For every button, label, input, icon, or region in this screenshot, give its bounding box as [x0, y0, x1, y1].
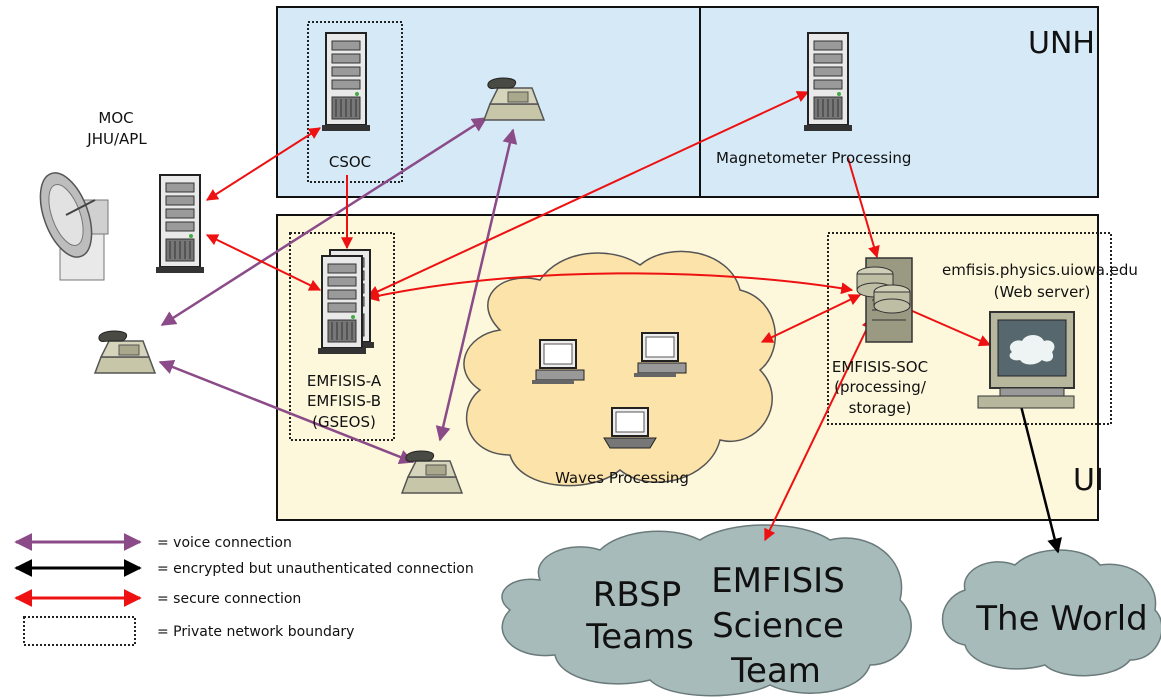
- gseos-label-c: (GSEOS): [312, 413, 376, 431]
- antenna-dish-icon: [39, 172, 109, 281]
- waves-laptop-icon: [603, 407, 657, 449]
- webserver-host-label: emfisis.physics.uiowa.edu: [942, 261, 1138, 279]
- web-server-monitor-icon: [977, 311, 1075, 409]
- voice-link-moc-phone-ui-phone: [158, 359, 415, 465]
- moc-org-label: JHU/APL: [86, 130, 147, 148]
- csoc-label: CSOC: [329, 153, 371, 171]
- moc-telephone-icon: [94, 330, 156, 374]
- science-label-2: Science: [712, 606, 844, 646]
- secure-link-gseos-magnetometer: [366, 91, 810, 297]
- secure-link-moc-gseos: [205, 234, 322, 291]
- moc-label: MOC: [98, 109, 133, 127]
- legend-encrypted-label: = encrypted but unauthenticated connecti…: [157, 561, 474, 577]
- legend-private-label: = Private network boundary: [157, 624, 354, 640]
- legend-secure-label: = secure connection: [157, 591, 301, 607]
- magnetometer-server-icon: [803, 32, 853, 132]
- soc-storage-icon: [856, 257, 913, 343]
- rbsp-label-2: Teams: [585, 617, 694, 657]
- secure-link-soc-science: [764, 316, 873, 542]
- waves-desktop-left-icon: [531, 339, 585, 385]
- secure-link-magnetometer-soc: [847, 157, 880, 259]
- soc-label-1: EMFISIS-SOC: [832, 358, 928, 376]
- secure-link-moc-csoc: [205, 127, 322, 201]
- soc-label-2: (processing/: [834, 378, 927, 396]
- waves-desktop-right-icon: [633, 332, 687, 378]
- webserver-role-label: (Web server): [994, 283, 1091, 301]
- unh-zone-label: UNH: [1028, 26, 1095, 61]
- rbsp-label-1: RBSP: [593, 575, 681, 615]
- waves-processing-label: Waves Processing: [555, 469, 689, 487]
- science-teams-cloud: [501, 524, 912, 697]
- science-label-3: Team: [730, 651, 821, 691]
- science-label-1: EMFISIS: [711, 561, 845, 601]
- moc-server-icon: [155, 174, 205, 274]
- legend-private-boundary-swatch: [23, 616, 136, 646]
- csoc-server-icon: [321, 32, 371, 132]
- the-world-cloud: [941, 549, 1161, 677]
- legend-voice-label: = voice connection: [157, 535, 292, 551]
- the-world-label: The World: [975, 599, 1147, 639]
- magnetometer-label: Magnetometer Processing: [716, 149, 911, 167]
- unh-zone: [276, 6, 1099, 198]
- gseos-server-stack-icon: [317, 249, 375, 355]
- soc-label-3: storage): [849, 399, 912, 417]
- secure-link-soc-webserver: [909, 309, 992, 347]
- secure-link-gseos-soc: [366, 272, 854, 302]
- gseos-label-b: EMFISIS-B: [307, 392, 381, 410]
- ui-zone-label: UI: [1073, 463, 1104, 498]
- encrypted-link-webserver-world: [1018, 401, 1062, 554]
- gseos-label-a: EMFISIS-A: [307, 372, 382, 390]
